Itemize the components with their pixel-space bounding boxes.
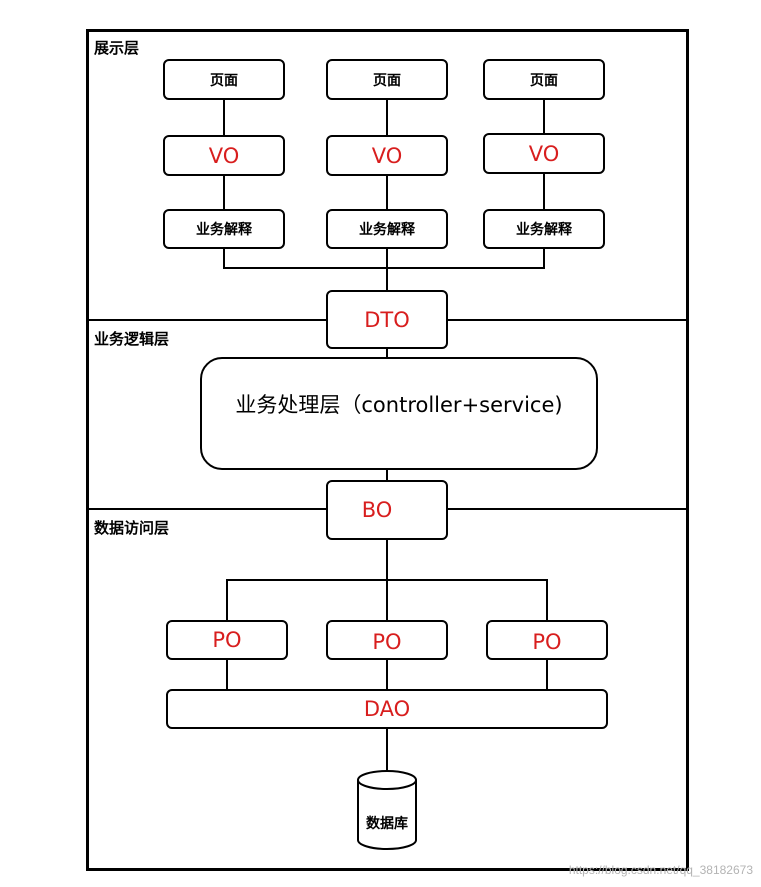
po-box: PO (166, 620, 288, 660)
diagram-frame (86, 29, 689, 871)
interpretation-box: 业务解释 (163, 209, 285, 249)
connector (386, 728, 388, 772)
connector (223, 248, 225, 269)
dao-box: DAO (166, 689, 608, 729)
vo-box: VO (483, 133, 605, 174)
dto-label: DTO (364, 307, 410, 332)
connector (386, 469, 388, 481)
connector (386, 248, 388, 290)
connector (546, 658, 548, 690)
interpretation-label: 业务解释 (516, 222, 572, 238)
connector (546, 579, 548, 621)
vo-label: VO (208, 143, 240, 168)
connector (386, 348, 388, 358)
page-label: 页面 (373, 72, 401, 89)
bo-box: BO (326, 480, 448, 540)
connector (226, 658, 228, 690)
vo-label: VO (371, 143, 403, 168)
watermark-text: https://blog.csdn.net/qq_38182673 (568, 863, 753, 877)
connector (223, 267, 545, 269)
bo-label: BO (361, 498, 393, 522)
business-processing-label: 业务处理层（controller+service) (235, 393, 563, 417)
po-label: PO (212, 628, 242, 652)
connector (226, 579, 548, 581)
po-box: PO (326, 620, 448, 660)
page-box: 页面 (483, 59, 605, 100)
vo-box: VO (163, 135, 285, 176)
dto-box: DTO (326, 290, 448, 349)
vo-label: VO (528, 141, 560, 166)
po-box: PO (486, 620, 608, 660)
page-label: 页面 (210, 72, 238, 89)
connector (226, 579, 228, 621)
interpretation-label: 业务解释 (196, 222, 252, 238)
page-box: 页面 (326, 59, 448, 100)
dao-label: DAO (363, 697, 411, 721)
po-label: PO (372, 630, 402, 654)
database-label: 数据库 (366, 816, 408, 832)
page-label: 页面 (530, 72, 558, 89)
database-icon (357, 770, 417, 850)
business-processing-box: 业务处理层（controller+service) (200, 357, 598, 470)
connector (543, 248, 545, 269)
page-box: 页面 (163, 59, 285, 100)
layer-title-presentation: 展示层 (94, 39, 140, 57)
connector (386, 658, 388, 690)
layer-title-data-access: 数据访问层 (94, 519, 170, 537)
interpretation-label: 业务解释 (359, 222, 415, 238)
interpretation-box: 业务解释 (483, 209, 605, 249)
po-label: PO (532, 630, 562, 654)
interpretation-box: 业务解释 (326, 209, 448, 249)
vo-box: VO (326, 135, 448, 176)
layer-title-business: 业务逻辑层 (94, 330, 170, 348)
